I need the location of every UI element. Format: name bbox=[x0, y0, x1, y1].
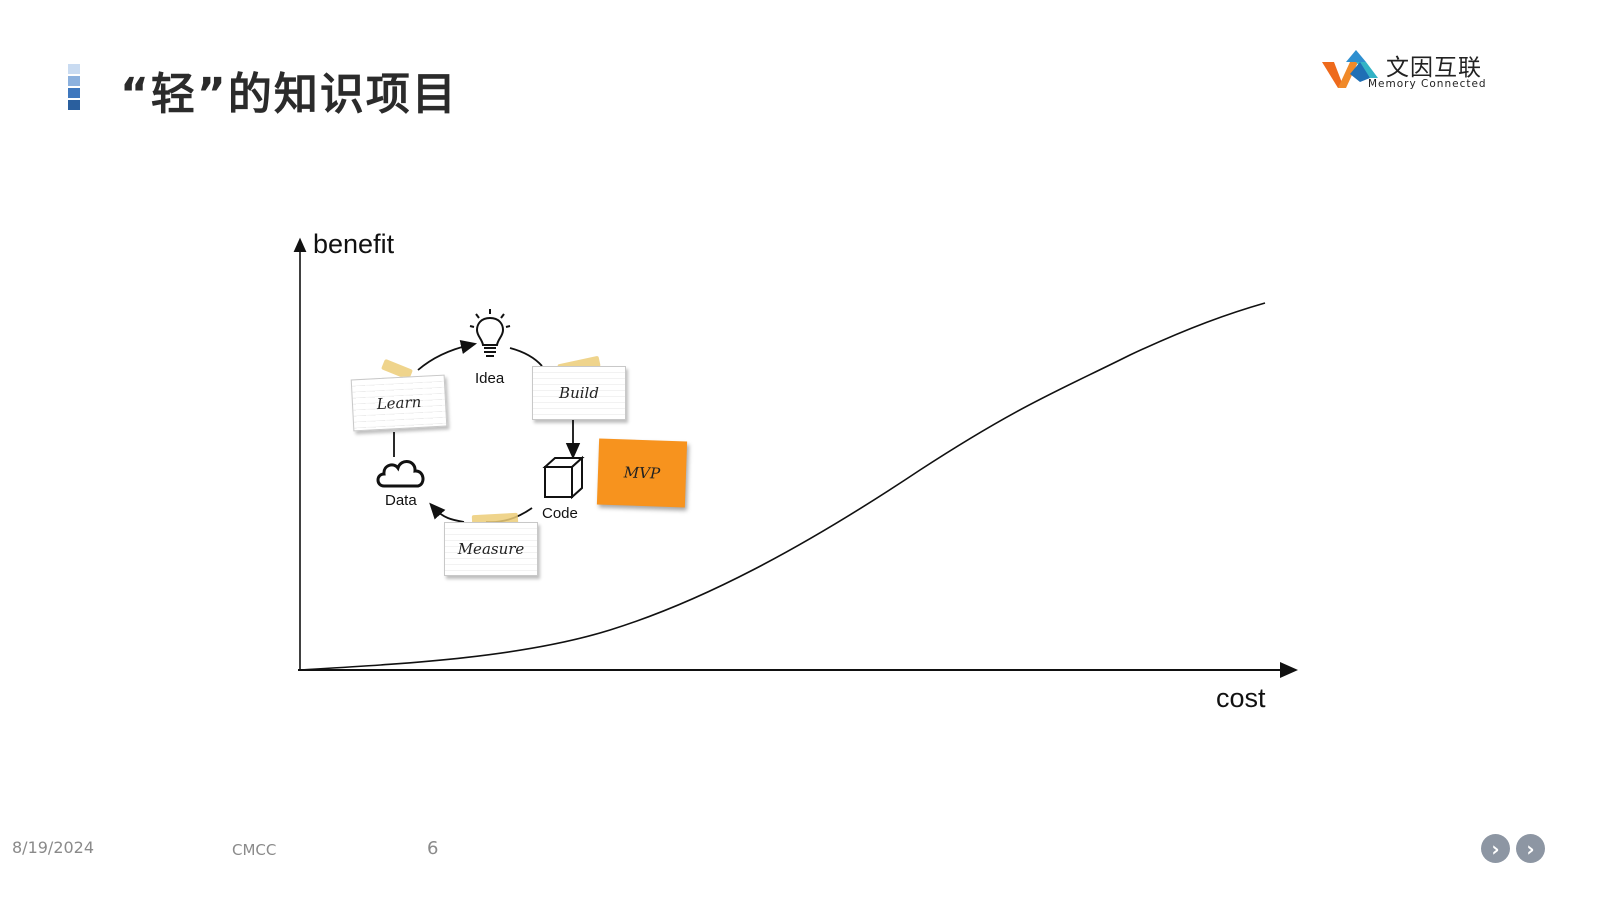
x-axis-label: cost bbox=[1216, 683, 1266, 713]
note-mvp-label: MVP bbox=[623, 463, 661, 483]
benefit-curve bbox=[299, 302, 1266, 671]
next-slide-button[interactable]: › bbox=[1516, 834, 1545, 863]
note-build: Build bbox=[532, 366, 626, 420]
note-learn: Learn bbox=[350, 374, 448, 432]
prev-chevron-icon: › bbox=[1491, 836, 1500, 861]
prev-slide-button[interactable]: › bbox=[1481, 834, 1510, 863]
label-data: Data bbox=[385, 492, 417, 509]
footer-page-number: 6 bbox=[427, 838, 439, 859]
note-build-label: Build bbox=[559, 384, 599, 402]
footer-date: 8/19/2024 bbox=[12, 838, 95, 857]
y-axis-label: benefit bbox=[313, 229, 395, 259]
cube-icon bbox=[542, 455, 585, 500]
logo-mark-icon bbox=[1322, 50, 1378, 88]
note-mvp: MVP bbox=[596, 438, 688, 508]
slide-title: “轻”的知识项目 bbox=[120, 69, 458, 120]
note-measure-label: Measure bbox=[457, 540, 525, 558]
label-idea: Idea bbox=[475, 370, 505, 387]
label-code: Code bbox=[542, 505, 578, 522]
logo-name-cn: 文因互联 bbox=[1386, 55, 1482, 81]
note-learn-label: Learn bbox=[376, 392, 422, 414]
company-logo: 文因互联 Memory Connected bbox=[1320, 48, 1500, 96]
title-accent-bar bbox=[68, 64, 80, 110]
logo-name-en: Memory Connected bbox=[1368, 78, 1487, 90]
note-measure: Measure bbox=[444, 522, 538, 576]
lightbulb-icon bbox=[469, 309, 511, 357]
next-chevron-icon: › bbox=[1526, 836, 1535, 861]
footer-org: CMCC bbox=[232, 841, 277, 859]
cloud-icon bbox=[376, 460, 425, 488]
